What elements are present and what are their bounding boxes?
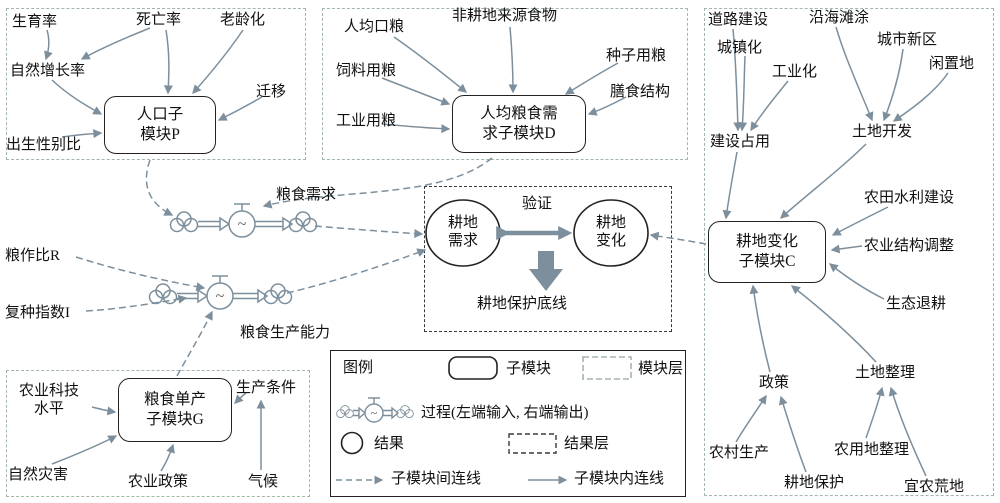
- label-rural-production: 农村生产: [709, 445, 770, 461]
- label-grain-crop-ratio: 粮作比R: [5, 248, 61, 264]
- label-grain-demand-flow: 粮食需求: [276, 187, 337, 203]
- cropland-change-submodule-box: 耕地变化 子模块C: [708, 221, 826, 283]
- label-industrialization: 工业化: [772, 64, 818, 80]
- label-urbanization: 城镇化: [717, 40, 763, 56]
- grain-demand-title-line1: 人均粮食需: [480, 104, 558, 122]
- label-industrial-grain: 工业用粮: [336, 113, 397, 129]
- grain-demand-module-layer: [322, 8, 688, 160]
- cloud-icon: [263, 283, 293, 305]
- grain-demand-submodule-box: 人均粮食需 求子模块D: [452, 95, 586, 153]
- label-agri-structure-adjust: 农业结构调整: [864, 238, 955, 254]
- agri-tech-line1: 农业科技: [18, 383, 79, 399]
- label-fertility: 生育率: [12, 14, 58, 30]
- cloud-icon: [148, 283, 178, 305]
- cloud-icon: [288, 211, 318, 233]
- population-title-line2: 模块P: [140, 126, 180, 143]
- label-production-conditions: 生产条件: [236, 380, 297, 396]
- label-agri-tech-level: 农业科技 水平: [12, 382, 86, 418]
- label-cropland-protection: 耕地保护: [784, 475, 845, 491]
- cloud-icon: [169, 211, 199, 233]
- grain-demand-flow: ~: [169, 203, 318, 238]
- label-agri-policy: 农业政策: [128, 474, 189, 490]
- label-grain-production-capacity: 粮食生产能力: [240, 325, 331, 341]
- cropland-change-line2: 变化: [595, 233, 626, 249]
- label-road-construction: 道路建设: [708, 12, 769, 28]
- grain-demand-title-line2: 求子模块D: [482, 125, 556, 142]
- population-module-layer: [6, 8, 306, 160]
- grain-yield-title-line1: 粮食单产: [143, 390, 206, 408]
- svg-text:~: ~: [238, 216, 247, 233]
- legend-result-layer-label: 结果层: [564, 436, 610, 452]
- legend-intra-link-label: 子模块内连线: [574, 471, 665, 487]
- label-diet-structure: 膳食结构: [610, 84, 671, 100]
- label-per-capita-ration: 人均口粮: [344, 19, 405, 35]
- label-natural-disaster: 自然灾害: [8, 467, 69, 483]
- legend-inter-link-label: 子模块间连线: [391, 471, 482, 487]
- cropland-change-result-label: 耕地 变化: [581, 214, 641, 250]
- legend-title: 图例: [343, 360, 374, 376]
- label-natural-growth: 自然增长率: [10, 63, 86, 79]
- svg-text:~: ~: [216, 288, 225, 305]
- label-feed-grain: 饲料用粮: [336, 63, 397, 79]
- label-idle-land: 闲置地: [929, 56, 975, 72]
- label-birth-sex-ratio: 出生性别比: [6, 137, 82, 153]
- agri-tech-line2: 水平: [33, 401, 64, 417]
- legend-result-label: 结果: [374, 436, 405, 452]
- label-aging: 老龄化: [220, 12, 266, 28]
- legend-module-layer-label: 模块层: [638, 361, 684, 377]
- label-non-cropland-food: 非耕地来源食物: [452, 8, 558, 24]
- valve-icon: [228, 210, 256, 238]
- legend-submodule-label: 子模块: [506, 361, 552, 377]
- cropland-demand-result-label: 耕地 需求: [433, 214, 493, 250]
- cropland-change-title-line2: 子模块C: [738, 253, 796, 270]
- grain-yield-title-line2: 子模块G: [146, 411, 204, 428]
- label-protection-bottom-line: 耕地保护底线: [477, 296, 568, 312]
- label-land-consolidation: 土地整理: [855, 365, 916, 381]
- label-climate: 气候: [248, 474, 279, 490]
- valve-icon: [206, 282, 234, 310]
- label-mortality: 死亡率: [136, 12, 182, 28]
- cropland-change-line1: 耕地: [595, 215, 626, 231]
- label-seed-grain: 种子用粮: [606, 48, 667, 64]
- cropland-demand-line2: 需求: [447, 233, 478, 249]
- population-title-line1: 人口子: [136, 105, 184, 123]
- cropland-change-module-layer: [704, 8, 994, 496]
- label-coastal-flats: 沿海滩涂: [809, 10, 870, 26]
- cropland-demand-line1: 耕地: [447, 215, 478, 231]
- label-migration: 迁移: [256, 84, 287, 100]
- label-ecological-reversion: 生态退耕: [886, 296, 947, 312]
- label-construction-occupation: 建设占用: [710, 134, 771, 150]
- grain-yield-submodule-box: 粮食单产 子模块G: [118, 378, 232, 442]
- label-agri-land-consolidation: 农用地整理: [834, 442, 910, 458]
- population-submodule-box: 人口子 模块P: [104, 96, 216, 154]
- label-irrigation-works: 农田水利建设: [864, 190, 955, 206]
- grain-yield-module-layer: [6, 370, 310, 497]
- label-policy: 政策: [759, 375, 790, 391]
- label-multiple-cropping-index: 复种指数I: [5, 305, 70, 321]
- label-verification: 验证: [522, 196, 553, 212]
- cropland-change-title-line1: 耕地变化: [735, 232, 798, 250]
- label-new-urban-district: 城市新区: [877, 32, 938, 48]
- legend-process-label: 过程(左端输入, 右端输出): [421, 405, 589, 421]
- grain-production-flow: ~: [148, 275, 293, 310]
- label-arable-wasteland: 宜农荒地: [904, 479, 965, 495]
- label-land-development: 土地开发: [852, 124, 913, 140]
